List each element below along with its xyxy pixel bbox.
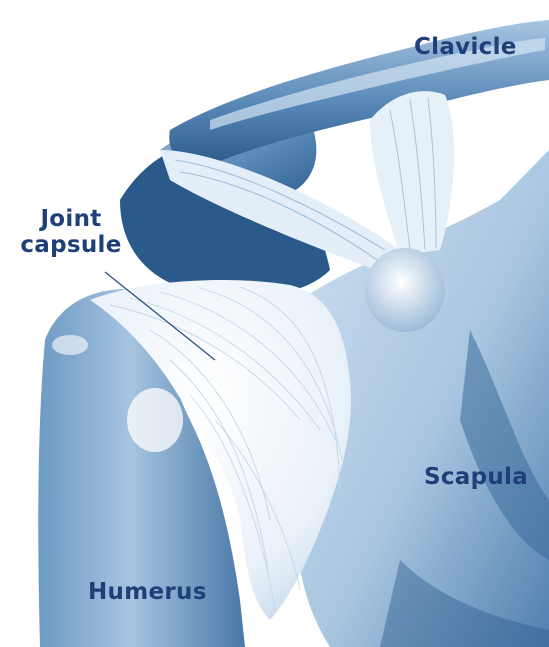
joint-capsule-label-line1: Joint	[16, 206, 126, 232]
greater-tubercle	[127, 388, 183, 452]
coracoid-process	[365, 248, 445, 332]
joint-capsule-label-line2: capsule	[16, 232, 126, 258]
humerus-label: Humerus	[88, 579, 207, 605]
clavicle-label: Clavicle	[414, 34, 517, 60]
scapula-label: Scapula	[424, 464, 528, 490]
joint-capsule-label: Joint capsule	[16, 206, 126, 258]
